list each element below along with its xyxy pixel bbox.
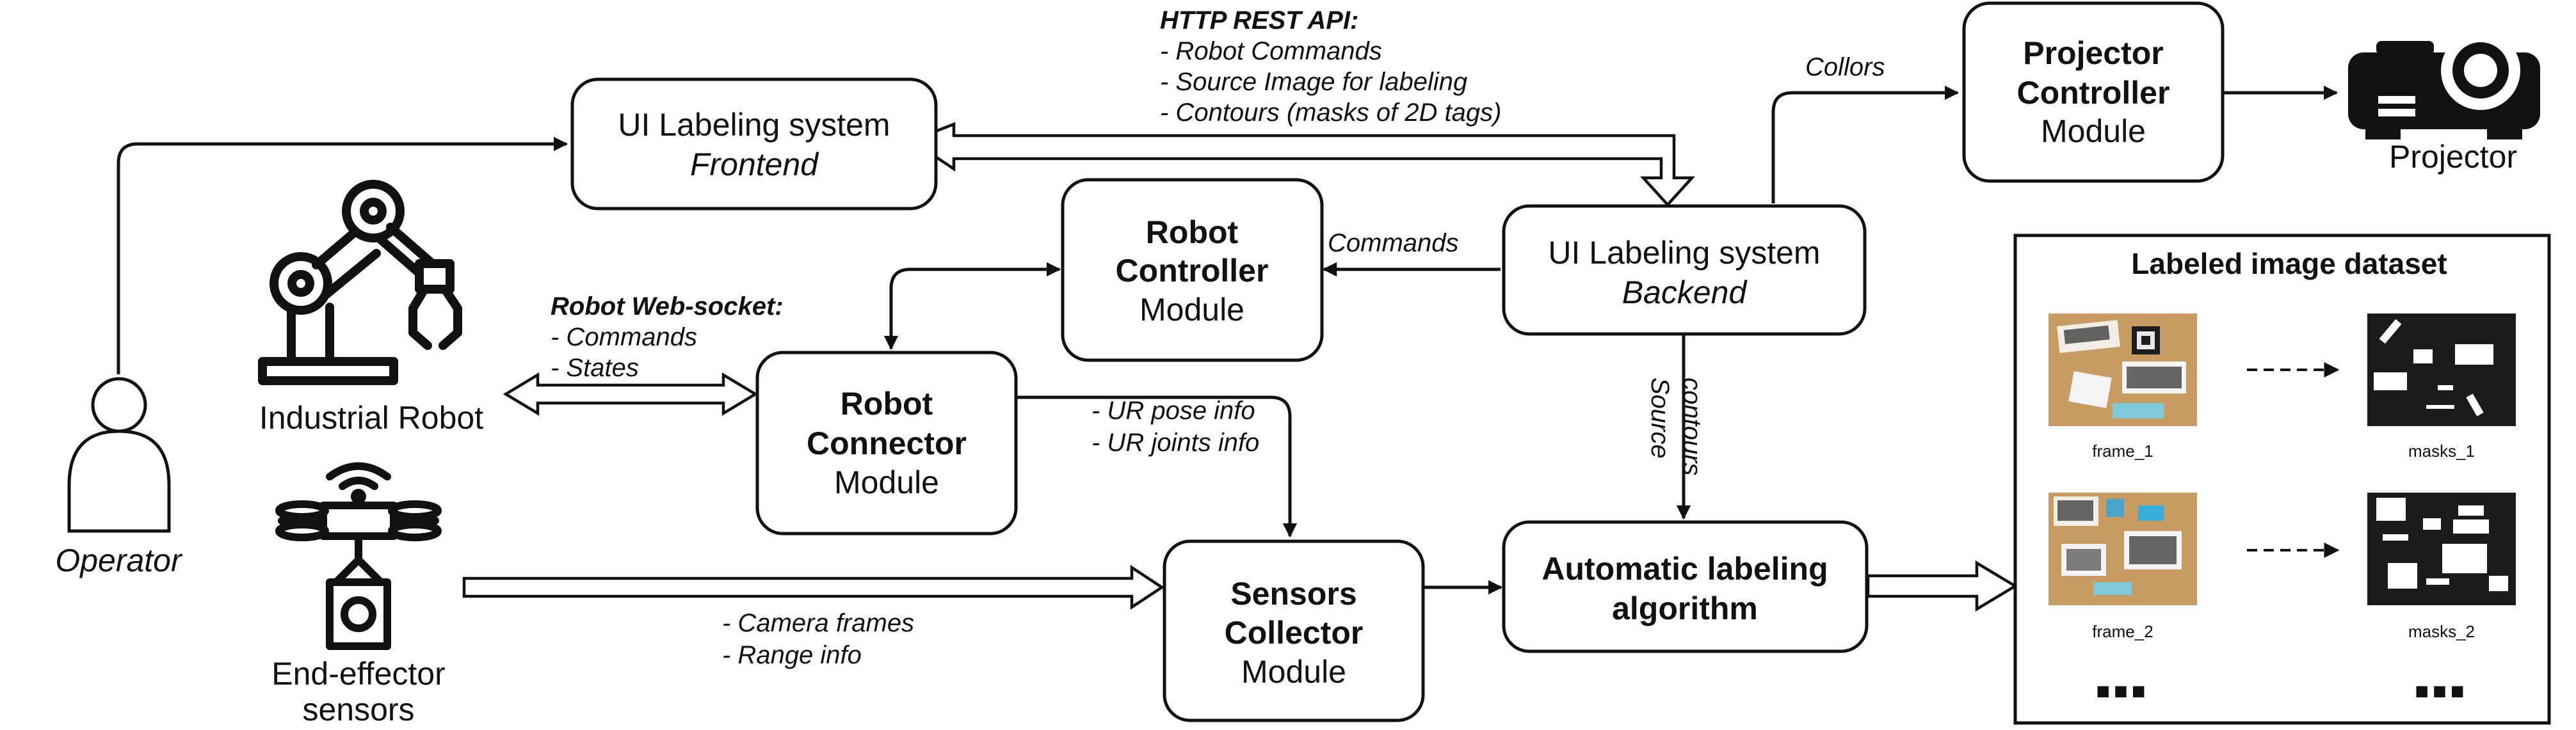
mask-2-label: masks_2	[2408, 622, 2475, 641]
industrial-robot-label: Industrial Robot	[259, 400, 483, 436]
ur-joints-label: - UR joints info	[1091, 429, 1259, 457]
websocket-title: Robot Web-socket:	[551, 292, 784, 321]
robot-controller-line1: Robot	[1146, 214, 1239, 250]
automatic-labeling-line1: Automatic labeling	[1542, 551, 1828, 587]
sensors-collector-line3: Module	[1241, 654, 1346, 690]
automatic-labeling-box: Automatic labeling algorithm	[1502, 520, 1869, 653]
connector-to-sensors-arrow	[1015, 395, 1298, 538]
http-api-annotation: HTTP REST API: - Robot Commands - Source…	[1160, 6, 1502, 127]
robot-connector-line2: Connector	[807, 425, 967, 461]
frame-1-image	[2049, 313, 2197, 426]
mask-2-image	[2367, 493, 2516, 605]
end-effector-label-1: End-effector	[271, 656, 445, 692]
operator-to-frontend-arrow	[117, 136, 568, 374]
backend-line1: UI Labeling system	[1548, 235, 1820, 271]
labeling-to-dataset-arrow	[1866, 560, 2018, 612]
backend-to-projector-controller-arrow	[1771, 85, 1960, 203]
labeled-dataset-panel: Labeled image dataset frame_1 mas	[2013, 234, 2551, 725]
frame-1-label: frame_1	[2092, 441, 2153, 461]
backend-box: UI Labeling system Backend	[1502, 204, 1867, 336]
frontend-line2: Frontend	[690, 147, 819, 182]
websocket-item-1: - Commands	[551, 323, 697, 351]
frontend-line1: UI Labeling system	[618, 107, 890, 143]
mask-ellipsis: ■■■	[2415, 678, 2468, 704]
robot-controller-line2: Controller	[1116, 253, 1269, 289]
websocket-double-arrow	[503, 372, 759, 416]
frame-ellipsis: ■■■	[2096, 678, 2149, 704]
source-contours-annotation: Source contours	[1646, 377, 1706, 475]
http-api-item-3: - Contours (masks of 2D tags)	[1160, 99, 1502, 127]
source-label: Source	[1646, 377, 1674, 459]
camera-frames-label: - Camera frames	[722, 609, 914, 637]
automatic-labeling-line2: algorithm	[1612, 591, 1758, 626]
sensors-collector-line1: Sensors	[1230, 576, 1356, 612]
http-api-item-1: - Robot Commands	[1160, 37, 1382, 65]
dataset-title: Labeled image dataset	[2131, 247, 2447, 280]
robot-controller-line3: Module	[1139, 292, 1244, 328]
frontend-box: UI Labeling system Frontend	[570, 77, 938, 210]
projector-controller-line1: Projector	[2023, 35, 2164, 71]
http-api-title: HTTP REST API:	[1160, 6, 1358, 35]
projector-icon	[2348, 31, 2540, 139]
collors-label: Collors	[1805, 53, 1885, 81]
contours-label: contours	[1678, 377, 1706, 475]
robot-connector-line3: Module	[834, 464, 939, 500]
websocket-item-2: - States	[551, 354, 639, 382]
robot-connector-box: Robot Connector Module	[755, 351, 1018, 536]
http-api-item-2: - Source Image for labeling	[1160, 68, 1467, 96]
operator-label: Operator	[55, 543, 183, 578]
projector-label: Projector	[2389, 139, 2517, 175]
commands-label: Commands	[1328, 229, 1459, 257]
end-effector-label-2: sensors	[302, 692, 414, 727]
frame-2-label: frame_2	[2092, 622, 2153, 641]
end-effector-sensors-icon	[275, 462, 442, 650]
websocket-annotation: Robot Web-socket: - Commands - States	[551, 292, 784, 382]
projector-controller-box: Projector Controller Module	[1962, 1, 2225, 183]
robot-connector-line1: Robot	[841, 386, 933, 422]
camera-frames-arrow	[462, 564, 1165, 610]
controller-connector-double-arrow	[883, 262, 1061, 351]
mask-1-label: masks_1	[2408, 441, 2475, 461]
projector-controller-line2: Controller	[2017, 75, 2170, 111]
backend-line2: Backend	[1622, 274, 1748, 310]
frame-2-image	[2049, 493, 2197, 605]
sensors-collector-line2: Collector	[1225, 615, 1364, 651]
sensors-collector-box: Sensors Collector Module	[1163, 539, 1425, 722]
mask-1-image	[2367, 313, 2516, 426]
industrial-robot-icon	[258, 180, 462, 385]
operator-icon	[67, 377, 171, 533]
range-info-label: - Range info	[722, 641, 862, 669]
projector-controller-line3: Module	[2041, 113, 2146, 149]
robot-controller-box: Robot Controller Module	[1061, 178, 1324, 362]
ur-pose-label: - UR pose info	[1091, 397, 1255, 425]
